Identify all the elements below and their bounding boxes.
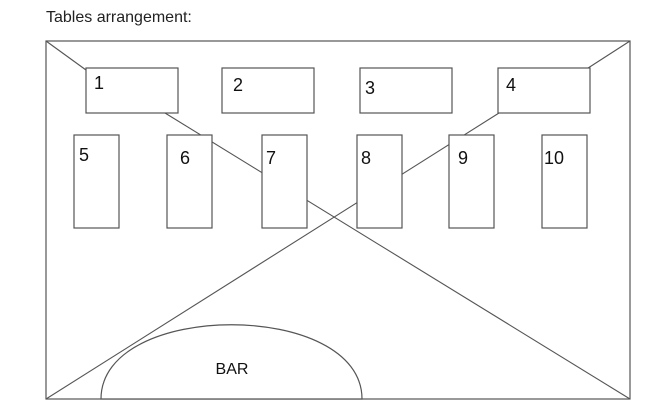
- table-2: [221, 67, 315, 114]
- table-label-3: 3: [365, 78, 375, 98]
- table-6: [166, 134, 213, 229]
- table-7: [261, 134, 308, 229]
- table-label-6: 6: [180, 148, 190, 168]
- diagram-caption: Tables arrangement:: [46, 9, 192, 26]
- corner-line-top-left: [45, 40, 87, 71]
- corner-line-top-right: [584, 40, 631, 71]
- table-8: [356, 134, 403, 229]
- table-label-1: 1: [94, 73, 104, 93]
- table-label-7: 7: [266, 148, 276, 168]
- bar-label: BAR: [216, 361, 249, 378]
- table-label-9: 9: [458, 148, 468, 168]
- table-10: [541, 134, 588, 229]
- table-1: [85, 67, 179, 114]
- table-label-2: 2: [233, 75, 243, 95]
- table-3: [359, 67, 453, 114]
- table-5: [73, 134, 120, 229]
- table-4: [497, 67, 591, 114]
- table-label-10: 10: [544, 148, 564, 168]
- diagonal-line-b: [45, 112, 500, 400]
- bar-counter: [100, 324, 363, 400]
- table-label-4: 4: [506, 75, 516, 95]
- table-label-5: 5: [79, 145, 89, 165]
- diagonal-line-a: [164, 112, 631, 400]
- table-label-8: 8: [361, 148, 371, 168]
- table-9: [448, 134, 495, 229]
